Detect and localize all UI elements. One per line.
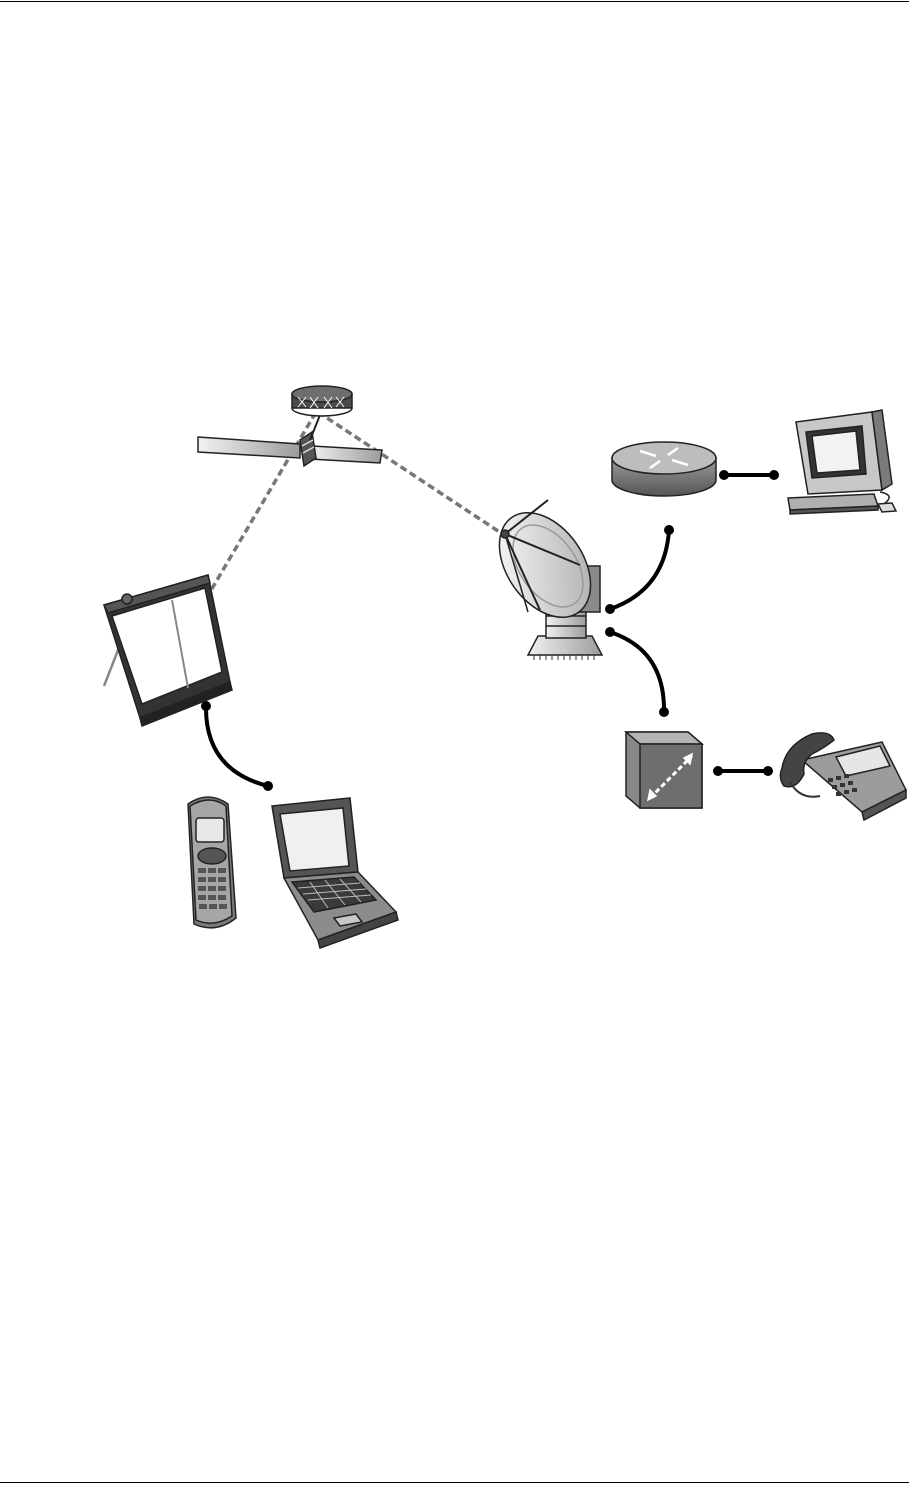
satellite-terminal-icon (104, 575, 232, 726)
router-icon (612, 442, 716, 496)
beam-satellite-groundstation (318, 412, 504, 535)
gateway-box-icon (626, 732, 702, 808)
link-groundstation-gateway (610, 632, 664, 712)
link-groundstation-router (610, 530, 669, 609)
satellite-icon (198, 386, 382, 466)
desktop-computer-icon (788, 410, 896, 514)
satellite-dish-icon (481, 496, 610, 660)
laptop-icon (272, 798, 398, 948)
mobile-handset-icon (188, 797, 236, 928)
desk-phone-icon (780, 733, 906, 820)
link-terminal-laptop (206, 706, 268, 786)
